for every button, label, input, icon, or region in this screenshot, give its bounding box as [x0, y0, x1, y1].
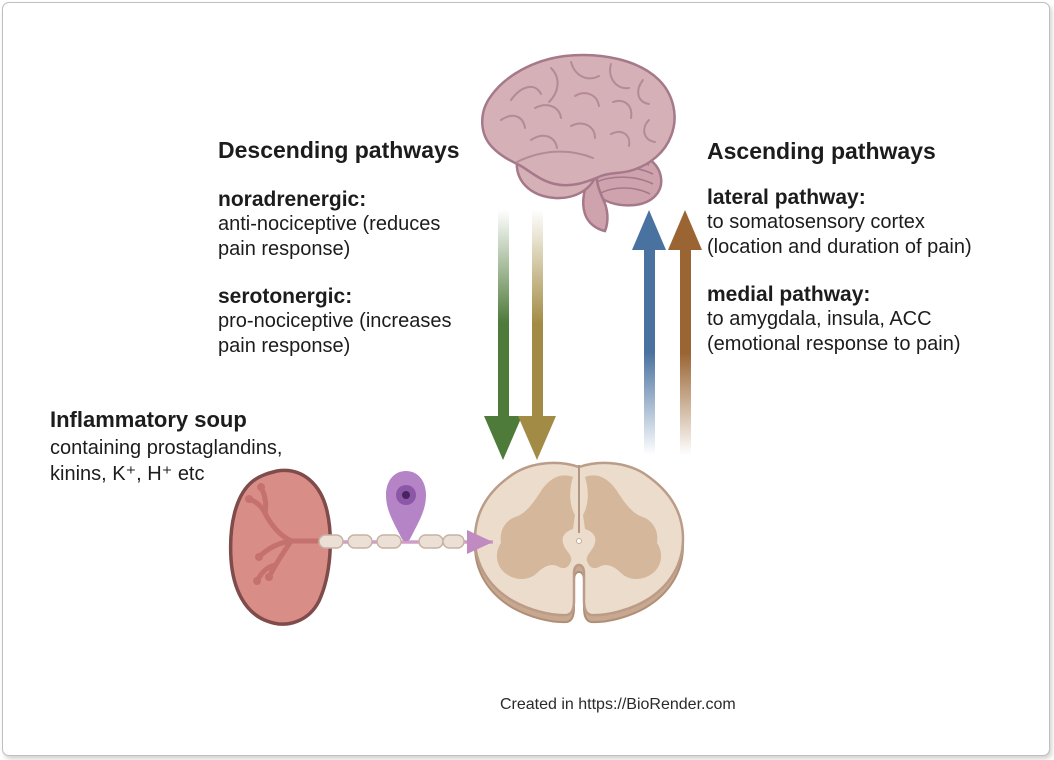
inflammatory-soup-block: Inflammatory soup containing prostagland… [50, 405, 282, 487]
descending-pathways-title: Descending pathways [218, 137, 460, 163]
medial-ascending-arrow [668, 210, 702, 455]
inflammatory-soup-title: Inflammatory soup [50, 407, 247, 432]
medial-pathway-desc-line2: (emotional response to pain) [707, 333, 961, 355]
axon-terminal [467, 530, 493, 554]
brain-illustration [471, 48, 691, 243]
noradrenergic-block: noradrenergic: anti-nociceptive (reduces… [218, 187, 440, 262]
serotonergic-descending-arrow [518, 210, 556, 460]
lateral-pathway-block: lateral pathway: to somatosensory cortex… [707, 185, 972, 260]
arrow-shaft [679, 250, 691, 455]
medial-pathway-desc-line1: to amygdala, insula, ACC [707, 308, 932, 330]
nerve-ending-tips [245, 483, 273, 585]
arrow-shaft [531, 210, 543, 416]
neuron-nucleolus [402, 491, 410, 499]
arrow-shaft [497, 210, 509, 416]
arrow-down-head [484, 416, 522, 460]
serotonergic-desc-line2: pain response) [218, 335, 351, 357]
lateral-pathway-term: lateral pathway: [707, 186, 866, 209]
noradrenergic-desc-line2: pain response) [218, 238, 351, 260]
neuron-cell-body [386, 471, 426, 542]
ascending-pathways-title: Ascending pathways [707, 138, 936, 164]
arrow-up-head [632, 210, 666, 250]
cord-gray-matter [496, 475, 662, 579]
serotonergic-term: serotonergic: [218, 285, 353, 308]
noradrenergic-term: noradrenergic: [218, 188, 367, 211]
arrow-shaft [643, 250, 655, 455]
brainstem [582, 172, 609, 233]
lateral-pathway-desc-line2: (location and duration of pain) [707, 236, 972, 258]
arrow-up-head [668, 210, 702, 250]
biorender-credit: Created in https://BioRender.com [500, 696, 736, 713]
arrow-down-head [518, 416, 556, 460]
medial-pathway-block: medial pathway: to amygdala, insula, ACC… [707, 282, 960, 357]
inflamed-tissue-and-neuron [215, 455, 505, 640]
central-canal [576, 538, 582, 544]
gyri-lines [500, 61, 656, 163]
noradrenergic-descending-arrow [484, 210, 522, 460]
noradrenergic-desc-line1: anti-nociceptive (reduces [218, 213, 441, 235]
lateral-pathway-desc-line1: to somatosensory cortex [707, 211, 925, 233]
serotonergic-block: serotonergic: pro-nociceptive (increases… [218, 284, 451, 359]
inflammatory-soup-line1: containing prostaglandins, [50, 437, 283, 459]
spinal-cord-cross-section [465, 451, 700, 626]
medial-pathway-term: medial pathway: [707, 283, 871, 306]
inflamed-tissue [228, 468, 332, 626]
myelin-sheath-segments [318, 534, 465, 549]
inflammatory-soup-line2: kinins, K⁺, H⁺ etc [50, 463, 205, 485]
lateral-ascending-arrow [632, 210, 666, 455]
serotonergic-desc-line1: pro-nociceptive (increases [218, 310, 452, 332]
